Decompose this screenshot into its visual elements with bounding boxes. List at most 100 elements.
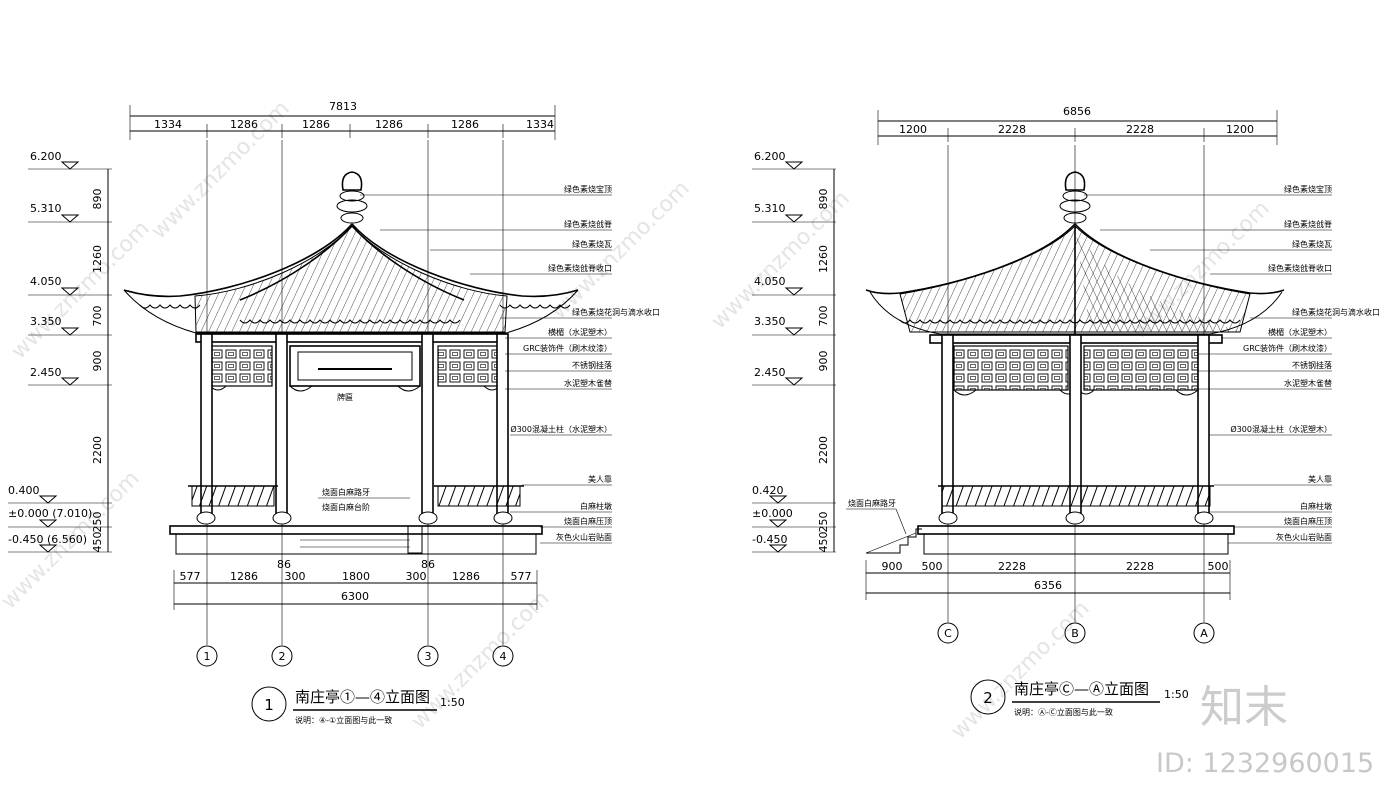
callout-label: 绿色素烧花洞与滴水收口 — [1292, 307, 1380, 317]
axis-label: B — [1071, 627, 1079, 640]
level: 0.400 — [8, 484, 40, 497]
dim-bottom: 2228 — [998, 560, 1026, 573]
dim-top: 1286 — [230, 118, 258, 131]
dim-top: 1286 — [451, 118, 479, 131]
axis-label: A — [1200, 627, 1208, 640]
callout-labels: 绿色素烧宝顶 绿色素烧戗脊 绿色素烧瓦 绿色素烧戗脊收口 绿色素烧花洞与滴水收口… — [1084, 184, 1380, 544]
axis-label: 1 — [204, 650, 211, 663]
callout-label: 水泥塑木雀替 — [1284, 378, 1332, 388]
level: 4.050 — [30, 275, 62, 288]
callout-labels: 绿色素烧宝顶 绿色素烧戗脊 绿色素烧瓦 绿色素烧戗脊收口 绿色素烧花洞与滴水收口… — [360, 184, 660, 544]
level: 2.450 — [30, 366, 62, 379]
dim-vert: 2200 — [91, 436, 104, 464]
drawing-scale: 1:50 — [1164, 688, 1189, 701]
eave-tiles — [139, 304, 571, 324]
elevation-1: 7813 1334 1286 1286 1286 1286 1334 1 2 3… — [8, 100, 660, 725]
drawing-number: 2 — [983, 689, 993, 707]
watermark-id: ID: 1232960015 — [1156, 748, 1374, 779]
level: -0.450 (6.560) — [8, 533, 87, 546]
callout-label: 烧面白麻压顶 — [1284, 516, 1332, 526]
callout-label: GRC装饰件（刷木纹漆） — [1243, 343, 1332, 353]
dim-bottom: 577 — [180, 570, 201, 583]
axis-label: 4 — [500, 650, 507, 663]
level: 6.200 — [754, 150, 786, 163]
dim-vert: 900 — [91, 351, 104, 372]
dim-top: 1200 — [899, 123, 927, 136]
dim-vert: 700 — [91, 306, 104, 327]
dim-vert: 450 — [91, 532, 104, 553]
dim-top: 2228 — [998, 123, 1026, 136]
drawing-note: 说明：Ⓐ-Ⓒ立面图与此一致 — [1014, 707, 1113, 717]
callout-label: 绿色素烧花洞与滴水收口 — [572, 307, 660, 317]
level-markers: 6.200 5.310 4.050 3.350 2.450 0.420 ±0.0… — [752, 150, 836, 553]
level: 0.420 — [752, 484, 784, 497]
dim-total-top: 6856 — [1063, 105, 1091, 118]
inner-label: 烧面白麻路牙 — [848, 498, 896, 508]
roof-finial — [336, 171, 368, 224]
dim-bottom: 1286 — [452, 570, 480, 583]
callout-label: 绿色素烧戗脊 — [1284, 219, 1332, 229]
level: 5.310 — [30, 202, 62, 215]
dim-bottom: 577 — [511, 570, 532, 583]
dim-bottom: 1800 — [342, 570, 370, 583]
dim-total-top: 7813 — [329, 100, 357, 113]
dim-vert: 1260 — [817, 245, 830, 273]
dim-total-bottom: 6356 — [1034, 579, 1062, 592]
dim-vert: 900 — [817, 351, 830, 372]
plaque-label: 牌匾 — [337, 392, 353, 402]
dim-bottom: 2228 — [1126, 560, 1154, 573]
callout-label: 美人靠 — [588, 474, 612, 484]
callout-label: 白麻柱墩 — [1300, 501, 1332, 511]
level: ±0.000 (7.010) — [8, 507, 92, 520]
callout-label: 绿色素烧戗脊 — [564, 219, 612, 229]
inner-label: 烧面白麻台阶 — [322, 502, 370, 512]
dim-total-bottom: 6300 — [341, 590, 369, 603]
dim-vert: 890 — [817, 189, 830, 210]
dim-small: 86 — [421, 558, 435, 571]
dim-top: 1286 — [302, 118, 330, 131]
callout-label: Ø300混凝土柱（水泥塑木） — [510, 424, 612, 434]
dim-vert: 450 — [817, 532, 830, 553]
eave-tiles — [899, 319, 1241, 324]
inner-label: 烧面白麻路牙 — [322, 487, 370, 497]
dim-vert: 890 — [91, 189, 104, 210]
callout-label: 灰色火山岩贴面 — [556, 532, 612, 542]
drawing-scale: 1:50 — [440, 696, 465, 709]
callout-label: 绿色素烧宝顶 — [564, 184, 612, 194]
dim-bottom: 1286 — [230, 570, 258, 583]
dim-top: 1334 — [526, 118, 554, 131]
watermark-layer: www.znzmo.com www.znzmo.com www.znzmo.co… — [0, 96, 1275, 744]
callout-label: 不锈钢挂落 — [1292, 360, 1332, 370]
callout-label: 绿色素烧瓦 — [572, 239, 612, 249]
callout-label: 美人靠 — [1308, 474, 1332, 484]
axis-bubbles: 1 2 3 4 — [196, 645, 514, 667]
drawing-title: 南庄亭Ⓒ—Ⓐ立面图 — [1014, 680, 1149, 698]
drawing-number: 1 — [264, 696, 274, 714]
drawing-note: 说明：④-①立面图与此一致 — [295, 715, 392, 725]
level: 4.050 — [754, 275, 786, 288]
dim-vert: 1260 — [91, 245, 104, 273]
dim-bottom: 500 — [922, 560, 943, 573]
axis-label: 3 — [425, 650, 432, 663]
drawing-title: 南庄亭①—④立面图 — [295, 688, 430, 706]
elevation-2: 6856 1200 2228 2228 1200 C B A 6.200 5.3… — [752, 105, 1380, 717]
dim-top: 1200 — [1226, 123, 1254, 136]
callout-label: 横楣（水泥塑木） — [548, 327, 612, 337]
level: 3.350 — [30, 315, 62, 328]
callout-label: 不锈钢挂落 — [572, 360, 612, 370]
dim-bottom: 300 — [406, 570, 427, 583]
level: 6.200 — [30, 150, 62, 163]
callout-label: 横楣（水泥塑木） — [1268, 327, 1332, 337]
watermark-text: www.znzmo.com — [7, 216, 155, 364]
dim-top: 1334 — [154, 118, 182, 131]
dim-vert: 250 — [91, 512, 104, 533]
dim-top: 1286 — [375, 118, 403, 131]
level: 3.350 — [754, 315, 786, 328]
dim-vert: 2200 — [817, 436, 830, 464]
level-markers: 6.200 5.310 4.050 3.350 2.450 0.400 ±0.0… — [8, 150, 112, 553]
dim-top: 2228 — [1126, 123, 1154, 136]
axis-label: 2 — [279, 650, 286, 663]
dim-bottom: 300 — [285, 570, 306, 583]
watermark-text: www.znzmo.com — [947, 596, 1095, 744]
